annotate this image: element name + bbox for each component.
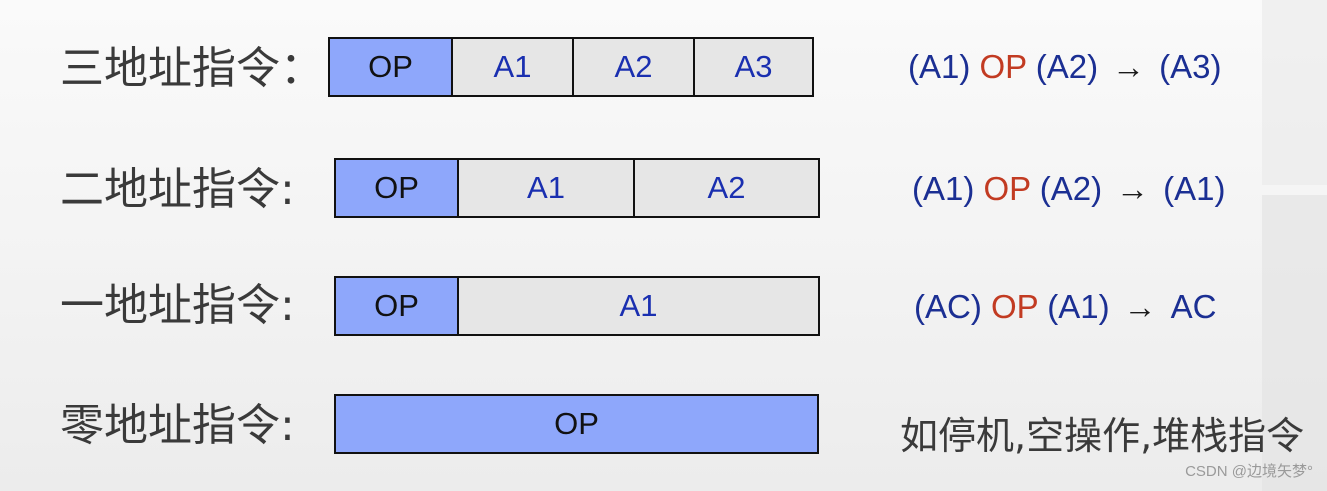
expr-left-operand: (AC) bbox=[914, 288, 982, 325]
field-a2: A2 bbox=[633, 160, 818, 216]
expression-two-address: (A1) OP (A2) → (A1) bbox=[912, 170, 1225, 208]
instruction-format-zero-address: OP bbox=[334, 394, 819, 454]
instruction-format-one-address: OP A1 bbox=[334, 276, 820, 336]
watermark: CSDN @边境矢梦° bbox=[1185, 460, 1313, 481]
row-label-three-address: 三地址指令： bbox=[60, 47, 324, 91]
expression-three-address: (A1) OP (A2) → (A3) bbox=[908, 48, 1221, 86]
field-a1: A1 bbox=[451, 39, 572, 95]
arrow-icon: → bbox=[1124, 288, 1157, 325]
field-a1: A1 bbox=[457, 278, 818, 334]
arrow-icon: → bbox=[1112, 48, 1145, 85]
expr-op: OP bbox=[991, 288, 1038, 325]
field-a3: A3 bbox=[693, 39, 812, 95]
expr-right-operand: (A2) bbox=[1040, 170, 1102, 207]
expr-op: OP bbox=[984, 170, 1031, 207]
field-op: OP bbox=[336, 278, 457, 334]
arrow-icon: → bbox=[1116, 170, 1149, 207]
expr-result: (A1) bbox=[1163, 170, 1225, 207]
field-op: OP bbox=[330, 39, 451, 95]
field-a2: A2 bbox=[572, 39, 693, 95]
expression-one-address: (AC) OP (A1) → AC bbox=[914, 288, 1216, 326]
field-op: OP bbox=[336, 160, 457, 216]
row-label-one-address: 一地址指令: bbox=[60, 284, 295, 328]
expr-result: AC bbox=[1171, 288, 1217, 325]
expr-right-operand: (A2) bbox=[1036, 48, 1098, 85]
expr-left-operand: (A1) bbox=[912, 170, 974, 207]
row-label-two-address: 二地址指令: bbox=[60, 168, 295, 212]
zero-address-examples: 如停机,空操作,堆栈指令 bbox=[900, 405, 1304, 460]
expr-right-operand: (A1) bbox=[1047, 288, 1109, 325]
expr-left-operand: (A1) bbox=[908, 48, 970, 85]
instruction-format-two-address: OP A1 A2 bbox=[334, 158, 820, 218]
instruction-format-three-address: OP A1 A2 A3 bbox=[328, 37, 814, 97]
row-label-zero-address: 零地址指令: bbox=[60, 404, 295, 448]
expr-op: OP bbox=[980, 48, 1027, 85]
expr-result: (A3) bbox=[1159, 48, 1221, 85]
field-a1: A1 bbox=[457, 160, 633, 216]
field-op: OP bbox=[336, 396, 817, 452]
